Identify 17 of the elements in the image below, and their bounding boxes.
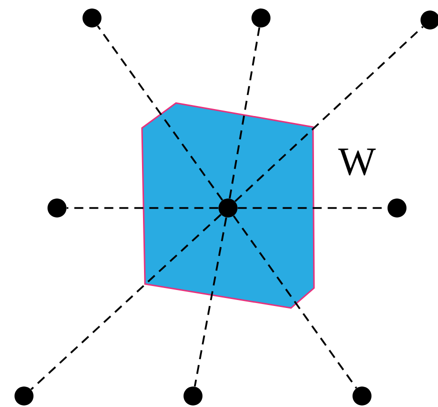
region-polygon: W — [141, 102, 376, 309]
dot — [184, 386, 202, 406]
dashed-line — [194, 217, 228, 387]
dot — [14, 386, 34, 406]
dot — [252, 8, 270, 28]
dot — [388, 198, 406, 218]
dashed-line — [30, 214, 222, 390]
dashed-line — [228, 27, 260, 199]
dot — [82, 8, 102, 28]
dot — [352, 386, 372, 406]
dashed-line — [66, 207, 218, 209]
node-label: W — [338, 148, 376, 176]
dashed-line — [232, 215, 358, 389]
dashed-line — [234, 26, 424, 202]
dashed-line — [96, 25, 224, 201]
dot — [218, 198, 238, 218]
dot — [48, 198, 66, 218]
